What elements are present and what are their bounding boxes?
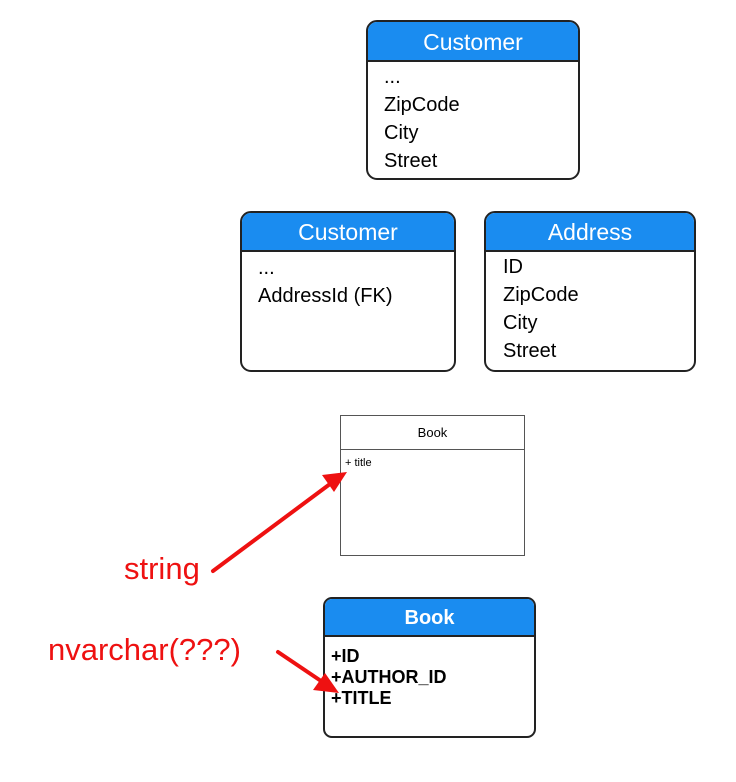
- entity-fields: ... AddressId (FK): [242, 252, 454, 310]
- entity-fields: +ID +AUTHOR_ID +TITLE: [325, 637, 534, 709]
- entity-field: Street: [384, 150, 438, 172]
- entity-field: ID: [503, 256, 523, 278]
- entity-field: ZipCode: [503, 284, 579, 306]
- annotation-string-label: string: [124, 551, 200, 586]
- entity-header: Customer: [242, 213, 454, 252]
- entity-fields: ... ZipCode City Street: [368, 62, 578, 175]
- entity-field: City: [503, 312, 538, 334]
- entity-field: ZipCode: [384, 94, 460, 116]
- entity-fields: ID ZipCode City Street: [486, 252, 694, 365]
- class-header: Book: [341, 416, 524, 450]
- entity-field: City: [384, 122, 419, 144]
- address-entity: Address ID ZipCode City Street: [484, 211, 696, 372]
- annotation-nvarchar-label: nvarchar(???): [48, 632, 241, 667]
- arrow-to-uml-title: [211, 472, 347, 573]
- entity-field: ...: [258, 257, 275, 279]
- entity-field: Street: [503, 340, 557, 362]
- arrow-to-db-title: [276, 650, 339, 693]
- class-fields: + title: [341, 450, 524, 470]
- entity-field: +ID: [331, 646, 360, 666]
- entity-field: ...: [384, 66, 401, 88]
- entity-header: Customer: [368, 22, 578, 62]
- entity-field: +AUTHOR_ID: [331, 667, 447, 687]
- customer-entity-denormalized: Customer ... ZipCode City Street: [366, 20, 580, 180]
- book-table-entity: Book +ID +AUTHOR_ID +TITLE: [323, 597, 536, 738]
- customer-entity-normalized: Customer ... AddressId (FK): [240, 211, 456, 372]
- entity-field: AddressId (FK): [258, 285, 393, 307]
- class-field: + title: [345, 457, 372, 469]
- book-uml-class: Book + title: [340, 415, 525, 556]
- entity-field: +TITLE: [331, 688, 392, 708]
- entity-header: Address: [486, 213, 694, 252]
- entity-header: Book: [325, 599, 534, 637]
